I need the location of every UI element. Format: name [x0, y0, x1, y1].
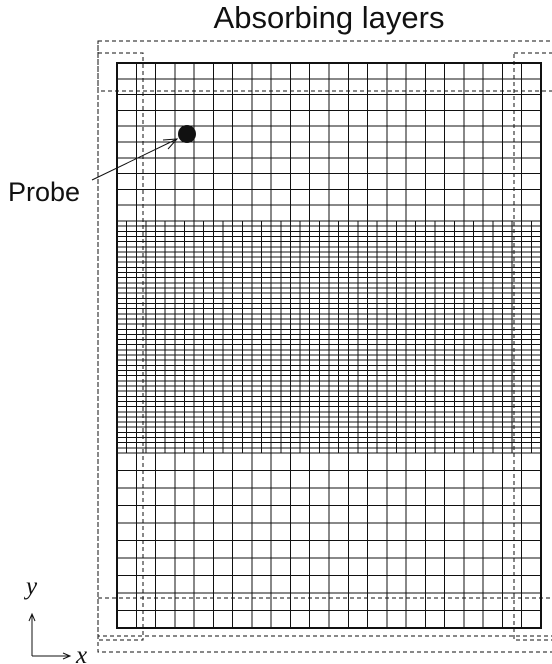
diagram-title: Absorbing layers: [214, 0, 445, 35]
absorbing-layer-bottom: [97, 597, 552, 637]
computational-grid: [117, 63, 541, 628]
probe-label: Probe: [8, 177, 80, 207]
probe-pointer-arrow: [91, 138, 178, 181]
y-axis-arrowhead: [28, 612, 36, 622]
x-axis-arrowhead: [62, 652, 72, 660]
axis-indicator: y x: [23, 573, 87, 664]
x-axis-label: x: [75, 642, 87, 664]
absorbing-layer-top: [97, 40, 552, 92]
probe-arrowhead: [162, 138, 179, 150]
y-axis-label: y: [23, 573, 38, 600]
absorbing-layer-left: [97, 52, 144, 641]
probe-point: [178, 125, 196, 143]
probe-marker: [91, 125, 196, 181]
absorbing-layers: [97, 40, 552, 653]
absorbing-layer-outer-boundary: [97, 40, 552, 653]
domain-boundary: [116, 62, 542, 629]
absorbing-layer-right: [513, 52, 552, 641]
